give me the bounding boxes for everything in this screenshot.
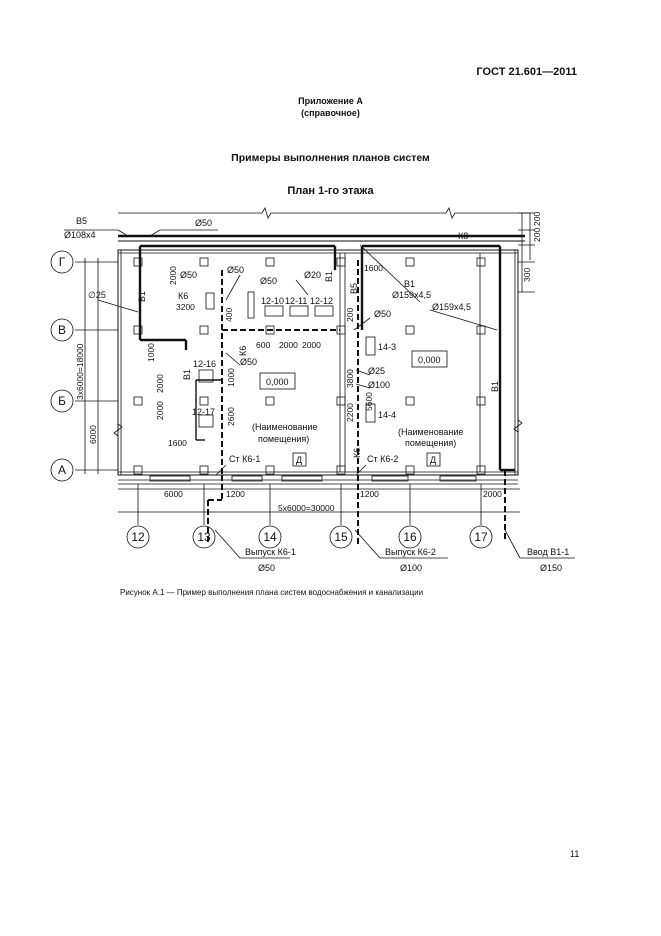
- label-d50-e: Ø50: [240, 357, 257, 367]
- dim-200b: 200: [532, 228, 542, 242]
- fixture-14-4: 14-4: [378, 410, 396, 420]
- label-b5: В5: [76, 216, 87, 226]
- label-d20: Ø20: [304, 270, 321, 280]
- fixture-12-11: 12-11: [285, 296, 307, 306]
- dim-2000e: 2000: [155, 401, 165, 420]
- dim-5600: 5600: [364, 392, 374, 411]
- label-b1-right: В1: [404, 279, 415, 289]
- axis-row-a: А: [58, 463, 66, 477]
- fixture-12-16: 12-16: [193, 359, 216, 369]
- label-k8: К8: [458, 231, 468, 241]
- label-st-k6-2: Ст К6-2: [367, 454, 398, 464]
- label-st-k6-1: Ст К6-1: [229, 454, 260, 464]
- label-b1-left: В1: [137, 291, 147, 302]
- dim-1600a: 1600: [364, 263, 383, 273]
- label-b5-pipe: Ø108x4: [64, 230, 96, 240]
- dim-300: 300: [522, 268, 532, 282]
- label-right-pipe2: Ø159x4,5: [432, 302, 471, 312]
- label-b1-far-right: В1: [490, 381, 500, 392]
- dim-3x6000: 3x6000=18000: [75, 343, 85, 400]
- dim-3200: 3200: [176, 302, 195, 312]
- fixture-14-3: 14-3: [378, 342, 396, 352]
- fixture-12-10: 12-10: [261, 296, 284, 306]
- dim-1600b: 1600: [168, 438, 187, 448]
- room-left-line2: помещения): [258, 434, 309, 444]
- axis-row-b: Б: [58, 394, 66, 408]
- label-inlet-d: Ø150: [540, 563, 562, 573]
- axis-col-17: 17: [474, 530, 488, 544]
- label-k6-vert: К6: [238, 346, 248, 356]
- axis-col-16: 16: [403, 530, 417, 544]
- figure-caption: Рисунок А.1 — Пример выполнения плана си…: [120, 588, 424, 597]
- label-b1-mid: В1: [324, 271, 334, 282]
- fixture-12-12: 12-12: [310, 296, 333, 306]
- axis-col-13: 13: [197, 530, 211, 544]
- dim-2000d: 2000: [155, 374, 165, 393]
- label-d50-d: Ø50: [374, 309, 391, 319]
- label-outlet-2: Выпуск К6-2: [385, 547, 436, 557]
- fixture-12-17: 12-17: [192, 407, 215, 417]
- label-outlet-1: Выпуск К6-1: [245, 547, 296, 557]
- dim-2200: 2200: [345, 403, 355, 422]
- dim-1000b: 1000: [226, 368, 236, 387]
- dim-400: 400: [224, 308, 234, 322]
- dim-200a: 200: [532, 212, 542, 226]
- dim-1200b: 1200: [360, 489, 379, 499]
- dim-5x6000: 5x6000=30000: [278, 503, 335, 513]
- label-d50-b: Ø50: [227, 265, 244, 275]
- appendix-note: (справочное): [301, 108, 360, 118]
- label-d25-left: ∅25: [88, 290, 106, 300]
- room-left-line1: (Наименование: [252, 422, 317, 432]
- section-title: Примеры выполнения планов систем: [231, 152, 430, 164]
- label-b1-right-pipe: Ø159x4,5: [392, 290, 431, 300]
- label-door-left: Д: [296, 455, 302, 465]
- label-outlet-1-d: Ø50: [258, 563, 275, 573]
- dim-600: 600: [256, 340, 270, 350]
- dim-6000v: 6000: [88, 425, 98, 444]
- axis-row-v: В: [58, 323, 66, 337]
- label-outlet-2-d: Ø100: [400, 563, 422, 573]
- axis-row-g: Г: [59, 255, 66, 269]
- label-k6-bottom: К6: [352, 448, 362, 458]
- room-right-line2: помещения): [405, 438, 456, 448]
- label-d100: Ø100: [368, 380, 390, 390]
- level-right: 0,000: [418, 355, 441, 365]
- plan-title: План 1-го этажа: [287, 185, 374, 197]
- dim-2000b: 2000: [279, 340, 298, 350]
- appendix-heading: Приложение А (справочное): [0, 95, 661, 119]
- label-door-right: Д: [430, 455, 436, 465]
- axis-col-15: 15: [334, 530, 348, 544]
- dim-1000a: 1000: [146, 343, 156, 362]
- room-right-line1: (Наименование: [398, 427, 463, 437]
- axis-col-12: 12: [131, 530, 145, 544]
- standard-number: ГОСТ 21.601—2011: [476, 66, 577, 78]
- label-d50-c: Ø50: [260, 276, 277, 286]
- dim-2000c: 2000: [302, 340, 321, 350]
- dim-1200a: 1200: [226, 489, 245, 499]
- dim-6000h: 6000: [164, 489, 183, 499]
- dim-2600: 2600: [226, 407, 236, 426]
- dim-200c: 200: [345, 308, 355, 322]
- label-k6-small: К6: [178, 291, 188, 301]
- dim-2000a: 2000: [168, 266, 178, 285]
- dim-2000f: 2000: [483, 489, 502, 499]
- label-b1-small: В1: [182, 369, 192, 380]
- label-d50-a: Ø50: [180, 270, 197, 280]
- dim-3800: 3800: [345, 369, 355, 388]
- appendix-title: Приложение А: [298, 96, 363, 106]
- label-b5-mid: В5: [349, 283, 359, 294]
- label-inlet: Ввод В1-1: [527, 547, 569, 557]
- label-d25-mid: Ø25: [368, 366, 385, 376]
- page-number: 11: [570, 849, 580, 859]
- axis-col-14: 14: [263, 530, 277, 544]
- label-d50-top: Ø50: [195, 218, 212, 228]
- level-left: 0,000: [266, 377, 289, 387]
